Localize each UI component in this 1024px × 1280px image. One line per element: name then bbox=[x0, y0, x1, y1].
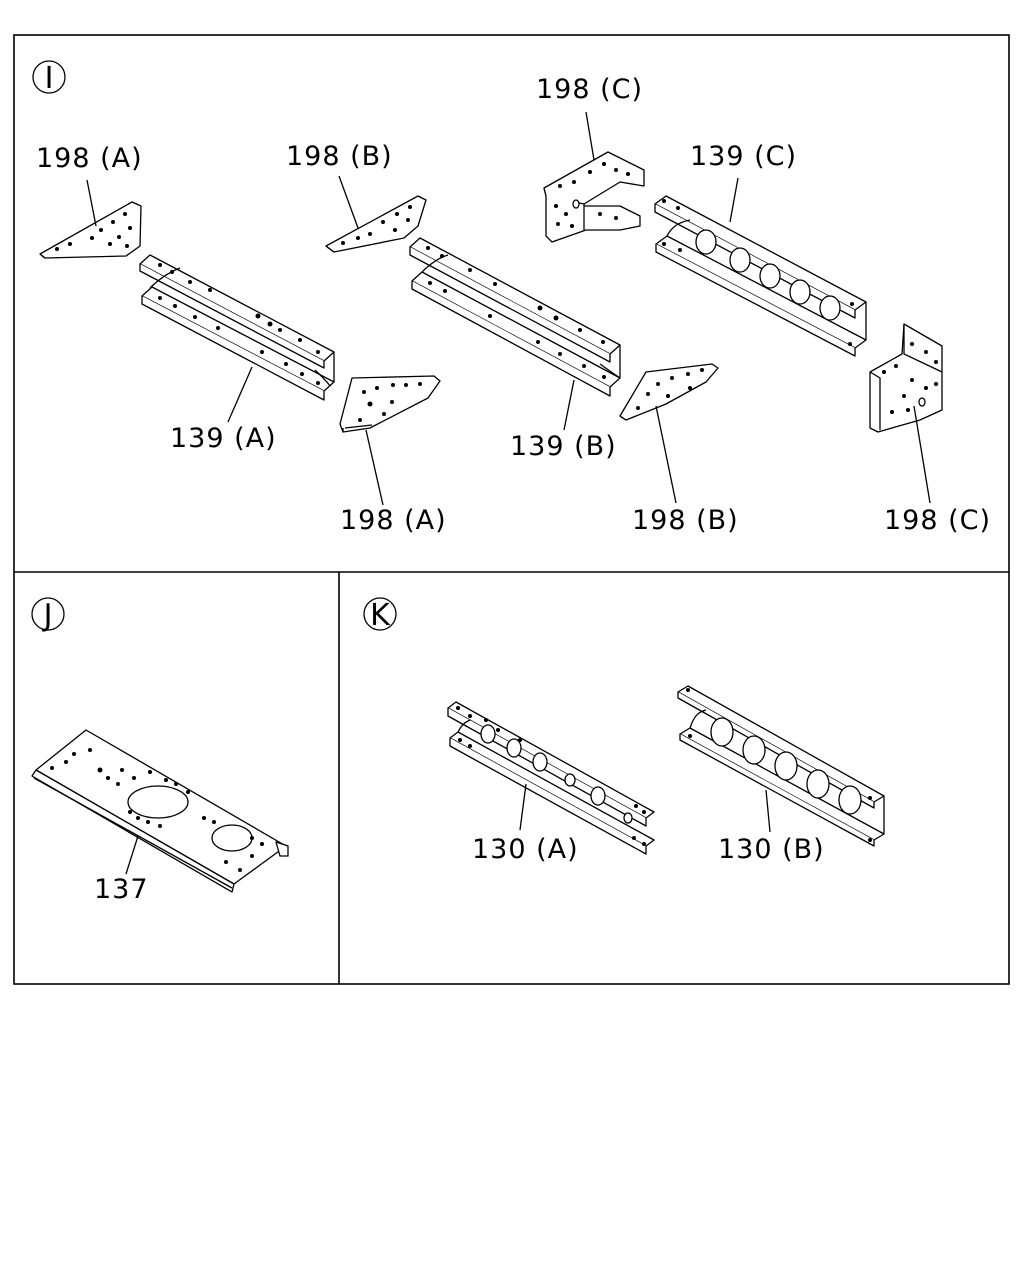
label-198c-bottom: 198 (C) bbox=[884, 505, 991, 536]
part-198a-bottom bbox=[339, 375, 441, 433]
label-139c: 139 (C) bbox=[690, 141, 797, 172]
label-198a-top: 198 (A) bbox=[36, 143, 143, 174]
part-198b-bottom bbox=[619, 363, 719, 421]
section-k: K 130 (A) bbox=[363, 597, 885, 865]
label-198c-top: 198 (C) bbox=[536, 74, 643, 105]
label-198a-bottom: 198 (A) bbox=[340, 505, 447, 536]
label-130a: 130 (A) bbox=[472, 834, 579, 865]
leader-198a-top bbox=[86, 179, 97, 227]
section-j-marker: J bbox=[31, 597, 65, 633]
section-i-id: I bbox=[45, 61, 54, 96]
section-k-id: K bbox=[370, 598, 391, 633]
diagram-frames bbox=[13, 34, 1010, 985]
leader-198c-top bbox=[585, 111, 595, 161]
label-198b-bottom: 198 (B) bbox=[632, 505, 739, 536]
part-198c-top bbox=[543, 151, 645, 243]
leader-198c-bottom bbox=[913, 405, 931, 504]
section-i-marker: I bbox=[32, 60, 66, 96]
section-j: J bbox=[31, 597, 289, 905]
leader-130b bbox=[765, 789, 771, 833]
leader-139c bbox=[729, 177, 739, 223]
leader-198b-bottom bbox=[655, 405, 677, 504]
leader-198a-bottom bbox=[365, 429, 384, 506]
label-137: 137 bbox=[94, 874, 149, 905]
part-130b bbox=[677, 685, 885, 847]
leader-198b-top bbox=[338, 175, 359, 229]
section-i: I 198 (A) bbox=[32, 60, 991, 536]
section-k-marker: K bbox=[363, 597, 397, 633]
part-198c-bottom bbox=[869, 323, 943, 433]
label-130b: 130 (B) bbox=[718, 834, 825, 865]
leader-137 bbox=[125, 835, 139, 875]
outer-frame bbox=[13, 34, 1010, 985]
part-198a-top bbox=[39, 201, 142, 259]
part-130a bbox=[447, 701, 655, 855]
part-139b bbox=[409, 237, 621, 397]
leader-130a bbox=[519, 783, 527, 831]
section-j-id: J bbox=[42, 598, 53, 633]
leader-139b bbox=[563, 379, 575, 431]
leader-139a bbox=[227, 366, 253, 423]
part-137 bbox=[31, 729, 289, 893]
label-198b-top: 198 (B) bbox=[286, 141, 393, 172]
part-139c bbox=[654, 195, 867, 357]
part-139a bbox=[139, 254, 335, 401]
label-139a: 139 (A) bbox=[170, 423, 277, 454]
part-198b-top bbox=[325, 195, 427, 253]
label-139b: 139 (B) bbox=[510, 431, 617, 462]
